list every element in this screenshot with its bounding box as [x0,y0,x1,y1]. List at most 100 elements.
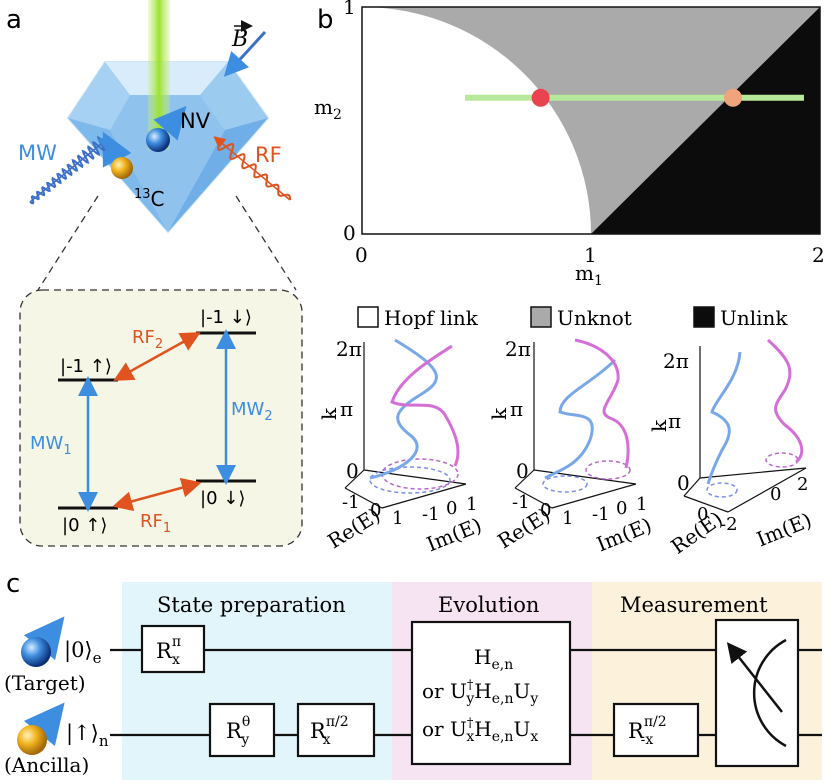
panel-a-letter: a [6,5,22,35]
plot2-re-tick-1: 1 [562,508,573,529]
plot3-ktick-2pi: 2π [663,349,689,373]
evolution-section-title: Evolution [438,593,539,617]
svg-text:He,n: He,n [474,645,513,673]
plot2-im-tick-m1: -1 [592,504,610,525]
gate-rmx-half-pi: Rπ/2-x [612,702,700,758]
level-minus1-down: |-1 ↓⟩ [200,307,252,328]
legend-swatch-unlink [693,306,715,328]
band-curve-blue [544,358,617,480]
plot3-ktick-pi: π [668,409,681,433]
target-ket: |0⟩e [64,638,102,667]
x-tick-2: 2 [812,243,825,267]
legend-swatch-hopf [357,306,379,328]
panel-b: b 1 0 0 1 2 m2 m1 Hopf link Unknot Unlin… [314,0,825,559]
plot2-re-tick-0: 0 [540,500,551,521]
legend-unknot: Unknot [557,306,632,330]
plot1-im-tick-1: 1 [466,494,477,515]
target-label: (Target) [4,671,86,695]
svg-text:or U†yHe,nUy: or U†yHe,nUy [422,678,538,707]
plot3-im-tick-2: 2 [797,474,808,495]
mw-wave [29,135,111,205]
y-axis-label: m2 [314,95,342,123]
plot1-re-tick-0: 0 [370,500,381,521]
hopf-link-region [362,7,591,234]
band-curve-blue [706,351,742,485]
panel-c: c State preparation Evolution Measuremen… [4,569,822,780]
plot3d-1 [344,338,467,509]
panel-a: a B NV 13C MW [6,0,303,547]
panel-c-letter: c [6,569,20,599]
target-qubit-icon [21,637,51,667]
y-tick-0: 0 [343,221,356,245]
legend-swatch-unknot [530,306,552,328]
rf1-transition [112,477,202,512]
svg-text:Rπ/2x: Rπ/2x [310,714,349,748]
rf2-transition [113,332,201,381]
ancilla-label: (Ancilla) [4,753,89,777]
rf-label: RF [255,143,282,167]
level-minus1-up: |-1 ↑⟩ [60,356,112,377]
c13-label: 13C [134,187,165,211]
plot2-im-tick-0: 0 [616,498,627,519]
plot3-k-label: k [647,419,671,432]
panel-b-letter: b [317,5,334,35]
legend-hopf-link: Hopf link [384,306,479,330]
plot2-re-tick-m1: -1 [512,492,530,513]
x-tick-1: 1 [584,243,597,267]
plot3-re-tick-0: 0 [697,504,708,525]
level-0-up: |0 ↑⟩ [62,515,107,536]
plot-frame [361,6,821,235]
plot3-im-tick-0: 0 [770,484,781,505]
zoom-line-left [37,195,99,291]
measurement-meter [714,618,800,768]
svg-text:Rθy: Rθy [226,714,250,748]
plot2-ktick-pi: π [510,397,523,421]
plot3-im-label: Im(E) [753,508,815,552]
level-0-down: |0 ↓⟩ [200,488,245,509]
phase-diagram [361,6,821,235]
nv-label: NV [180,109,211,133]
prep-section-title: State preparation [157,593,346,617]
ancilla-ket: |↑⟩n [66,721,109,750]
plot1-re-tick-m1: -1 [342,492,360,513]
svg-text:or U†xHe,nUx: or U†xHe,nUx [422,716,538,745]
svg-text:Rπx: Rπx [156,634,181,668]
legend-unlink: Unlink [720,306,788,330]
plot1-im-tick-m1: -1 [422,504,440,525]
plot2-im-tick-1: 1 [636,494,647,515]
x-axis-label: m1 [575,261,603,289]
plot2-ktick-2pi: 2π [505,337,531,361]
measurement-section-title: Measurement [620,593,768,617]
plot3d-2 [514,338,637,509]
meter-arc-icon [752,638,787,748]
mw-label: MW [18,141,57,165]
band-curve-magenta [574,338,630,469]
y-tick-1: 1 [343,0,356,19]
meter-needle-icon [726,642,783,713]
unlink-region [591,7,820,234]
plot3-re-tick-m2: -2 [720,514,738,535]
plot2-ktick-0: 0 [516,459,529,483]
plot1-ktick-pi: π [340,397,353,421]
x-tick-0: 0 [355,243,368,267]
plot3-ktick-0: 0 [677,471,690,495]
band-curve-magenta [766,338,804,464]
ancilla-qubit-icon [17,725,47,755]
zoom-line-right [235,195,297,291]
b-field-arrow [223,30,267,77]
gate-evolution: He,n or U†yHe,nUy or U†xHe,nUx [410,620,572,766]
plot1-ktick-2pi: 2π [336,337,362,361]
svg-text:Rπ/2-x: Rπ/2-x [628,714,667,748]
mw1-label: MW1 [30,433,72,458]
plot1-im-tick-0: 0 [446,498,457,519]
legend: Hopf link Unknot Unlink [357,306,788,330]
band-curve-magenta [390,344,460,467]
c13-spin-ball [111,157,133,179]
plot3d-3 [683,338,807,513]
marker-point-1 [531,88,550,107]
marker-point-2 [723,88,742,107]
